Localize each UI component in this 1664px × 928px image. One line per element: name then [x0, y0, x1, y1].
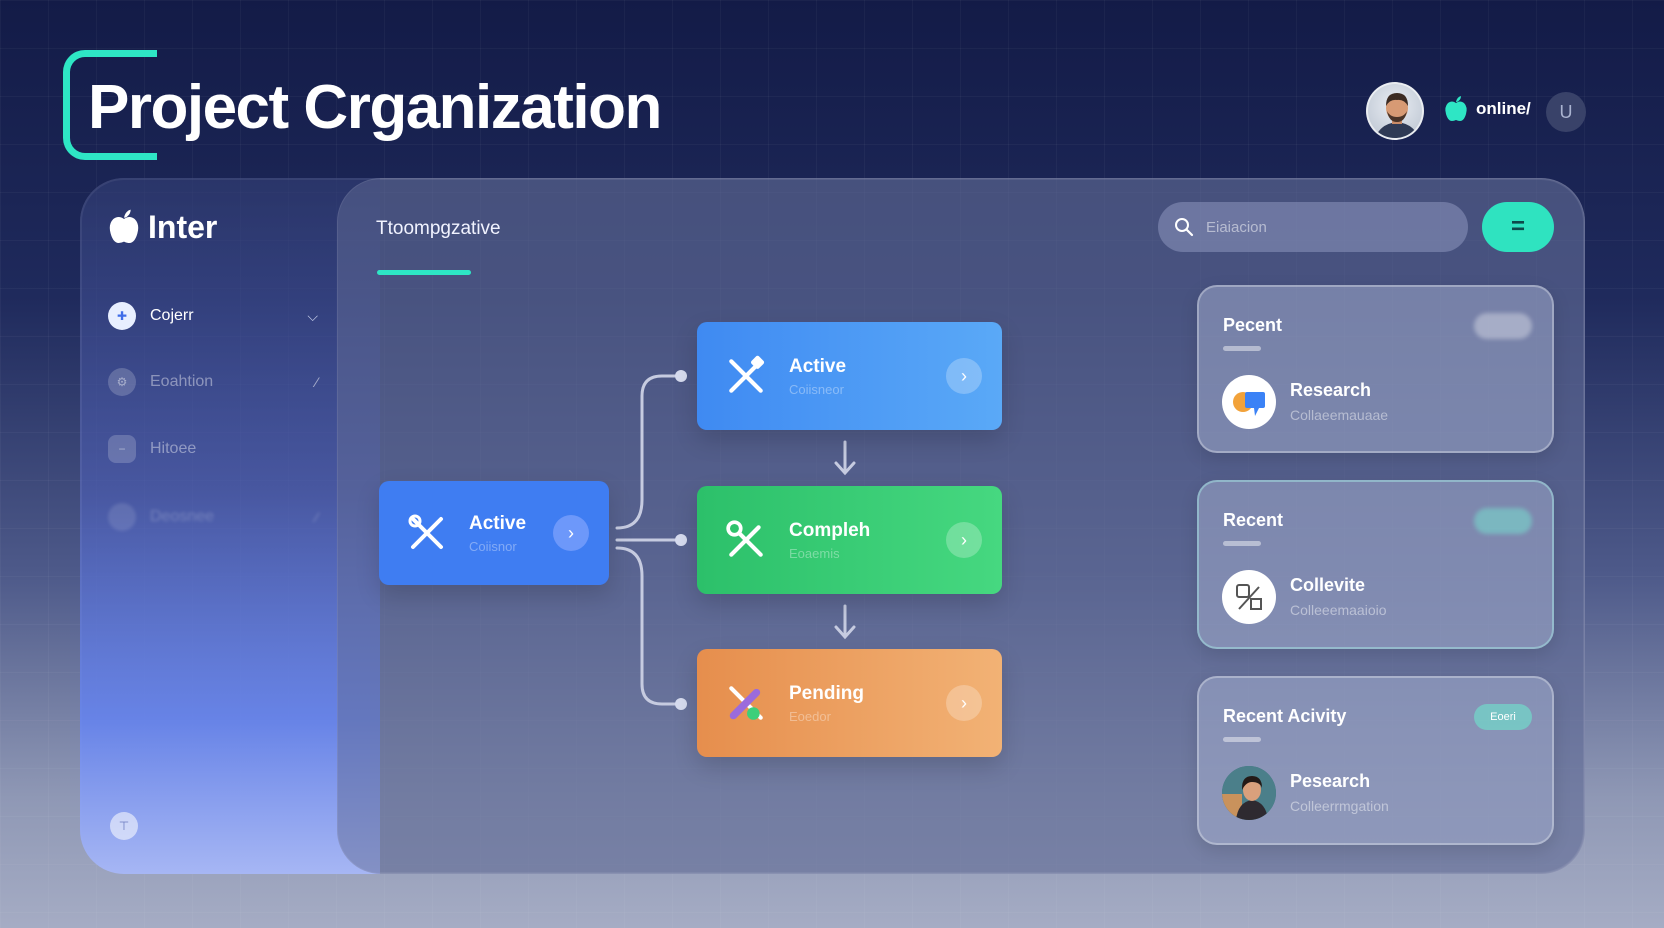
card-divider: [1223, 737, 1261, 742]
card-item-subtitle: Colleeemaaioio: [1290, 602, 1387, 618]
card-badge: Eoeri: [1474, 704, 1532, 730]
card-item-name: Collevite: [1290, 575, 1366, 595]
node-label: Active: [469, 512, 527, 534]
flow-node-complete[interactable]: Compleh Eoaemis ›: [697, 486, 1002, 594]
card-item-name: Pesearch: [1290, 771, 1371, 791]
chevron-right-icon[interactable]: ›: [946, 685, 982, 721]
sidebar-settings-button[interactable]: ⊤: [110, 812, 138, 840]
minus-icon: −: [108, 435, 136, 463]
menu-button[interactable]: =: [1482, 202, 1554, 252]
card-title: Recent Acivity: [1223, 706, 1347, 726]
sidebar-item-deosnee[interactable]: Deosnee ⁄: [108, 503, 318, 531]
scissors-icon: [726, 520, 763, 557]
page-title: Project Crganization: [88, 73, 662, 142]
card-divider: [1223, 541, 1261, 546]
apple-icon: [1445, 96, 1467, 121]
recent-card[interactable]: Recent Collevite Colleeemaaioio: [1197, 480, 1554, 649]
flow-node-pending[interactable]: Pending Eoedor ›: [697, 649, 1002, 757]
chevron-down-icon[interactable]: ⌵: [307, 307, 318, 324]
card-item-name: Research: [1290, 380, 1372, 400]
search-bar[interactable]: Eiaiacion: [1158, 202, 1468, 252]
flow-node-active[interactable]: Active Coiisneor ›: [697, 322, 1002, 430]
sidebar-item-cojerr[interactable]: ✚ Cojerr ⌵: [108, 302, 318, 330]
node-subtitle: Coiisnor: [469, 538, 517, 554]
tools-icon: [729, 355, 765, 393]
sidebar-item-eoahtion[interactable]: ⚙ Eoahtion ⁄: [108, 368, 318, 396]
chevron-right-icon[interactable]: ›: [946, 522, 982, 558]
edit-icon[interactable]: ⁄: [315, 374, 318, 390]
card-divider: [1223, 346, 1261, 351]
gear-icon: ⚙: [108, 368, 136, 396]
user-initial-badge[interactable]: U: [1546, 92, 1586, 132]
recent-card[interactable]: Pecent Research Collaeemauaae: [1197, 285, 1554, 453]
edit-icon[interactable]: ⁄: [315, 509, 318, 525]
card-item-subtitle: Colleerrmgation: [1290, 798, 1389, 814]
status-text: online/: [1476, 99, 1531, 118]
recent-activity-card[interactable]: Recent Acivity Eoeri Pesearch Colleerrmg…: [1197, 676, 1554, 845]
pencil-tools-icon: [729, 686, 763, 720]
chevron-right-icon[interactable]: ›: [946, 358, 982, 394]
card-title: Pecent: [1223, 315, 1283, 335]
title-bracket-decoration: [63, 50, 157, 160]
online-status: online/: [1444, 95, 1531, 123]
node-subtitle: Eoaemis: [789, 545, 840, 561]
shapes-icon: [1222, 570, 1276, 624]
node-subtitle: Eoedor: [789, 708, 831, 724]
sidebar-item-label: Hitoee: [150, 440, 197, 457]
user-avatar[interactable]: [1366, 82, 1424, 140]
card-item-subtitle: Collaeemauaae: [1290, 407, 1389, 423]
sidebar-item-label: Eoahtion: [150, 373, 214, 390]
search-icon: [1175, 218, 1194, 237]
search-input[interactable]: Eiaiacion: [1206, 218, 1267, 236]
node-label: Compleh: [789, 519, 871, 541]
node-label: Pending: [789, 682, 864, 704]
node-label: Active: [789, 355, 847, 377]
card-title: Recent: [1223, 510, 1284, 530]
chevron-right-icon[interactable]: ›: [553, 515, 589, 551]
sidebar-item-label: Cojerr: [150, 307, 194, 324]
plus-icon: ✚: [108, 302, 136, 330]
chat-bubbles-icon: [1222, 375, 1276, 429]
card-badge: [1474, 313, 1532, 339]
circle-icon: [108, 503, 136, 531]
brand-name: Inter: [148, 208, 218, 245]
sidebar: Inter ✚ Cojerr ⌵ ⚙ Eoahtion ⁄ − Hitoee D…: [80, 178, 380, 874]
sidebar-item-hitoee[interactable]: − Hitoee: [108, 435, 318, 463]
node-subtitle: Coiisneor: [789, 381, 844, 397]
tab-main[interactable]: Ttoompgzative: [376, 218, 501, 239]
apple-logo-icon: [109, 209, 139, 243]
active-tab-indicator: [377, 270, 471, 275]
tools-icon: [408, 514, 443, 549]
user-photo-avatar: [1222, 766, 1276, 820]
sidebar-item-label: Deosnee: [150, 508, 215, 525]
flow-node-root[interactable]: Active Coiisnor ›: [379, 481, 609, 585]
sidebar-brand[interactable]: Inter: [108, 208, 217, 246]
avatar-portrait: [1375, 93, 1419, 138]
card-badge: [1474, 508, 1532, 534]
